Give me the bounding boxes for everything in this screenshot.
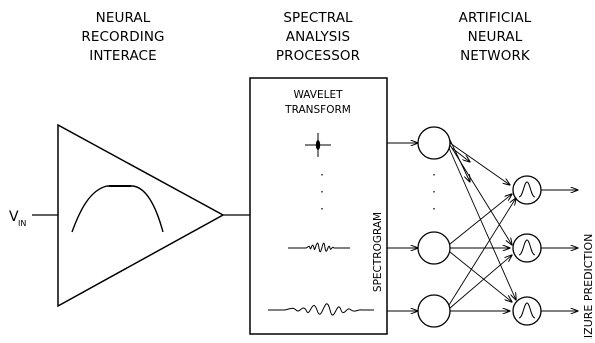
output-neuron [512,233,542,263]
header-line: NEURAL [96,10,151,26]
amplifier-triangle [57,123,225,308]
wavelet-narrow [305,133,331,157]
header-line: RECORDING [81,29,164,45]
output-neuron [512,296,542,326]
header-line: ARTIFICIAL [459,10,532,26]
seizure-prediction-label: SEIZURE PREDICTION [582,234,595,339]
ellipsis-dot: · [432,202,436,216]
ellipsis-dot: · [320,168,324,182]
bandpass-curve [71,185,164,233]
input-neuron [417,231,451,265]
input-label-subscript: IN [18,219,26,228]
input-label: V IN [9,209,26,228]
header-line: NETWORK [460,48,531,64]
header-line: INTERACE [89,48,156,64]
ellipsis-dot: · [432,185,436,199]
header-line: ANALYSIS [286,29,350,45]
ellipsis-dot: · [432,168,436,182]
header-neural-recording: NEURAL RECORDING INTERACE [81,10,164,64]
network-connections [448,139,516,311]
wavelet-wide [268,303,374,316]
wavelet-medium [288,242,350,253]
wavelet-transform-label: TRANSFORM [284,104,351,116]
header-line: PROCESSOR [276,48,360,64]
ellipsis-dot: · [320,185,324,199]
input-label-main: V [9,209,19,225]
header-artificial-neural-network: ARTIFICIAL NEURAL NETWORK [459,10,532,64]
header-spectral-analysis: SPECTRAL ANALYSIS PROCESSOR [276,10,360,64]
spectrogram-label: SPECTROGRAM [372,212,384,292]
spectral-processor-box [249,77,388,335]
input-neuron [417,126,451,160]
ellipsis-dot: · [320,202,324,216]
wavelet-transform-label: WAVELET [293,89,343,101]
output-neuron [512,175,542,205]
input-neuron [417,294,451,328]
header-line: NEURAL [468,29,523,45]
header-line: SPECTRAL [283,10,353,26]
